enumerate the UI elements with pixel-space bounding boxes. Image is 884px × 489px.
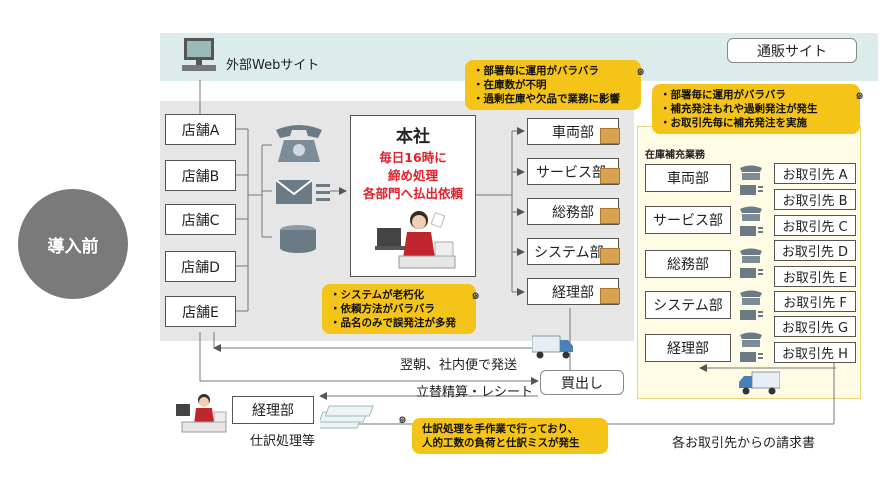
reimburse-label: 立替精算・レシート — [416, 385, 534, 400]
department-issues-note: 部署毎に運用がバラバラ 在庫数が不明 過剰在庫や欠品で業務に影響 ๑ — [465, 60, 645, 110]
store-box: 店舗D — [165, 251, 236, 282]
supplier-box: お取引先 E — [774, 266, 856, 287]
note-item: 人的工数の負荷と仕訳ミスが発生 — [422, 437, 580, 449]
swirl-icon: ๑ — [636, 63, 645, 79]
phone-fax-icon — [738, 163, 764, 197]
supplier-box: お取引先 A — [774, 163, 856, 184]
documents-icon — [312, 398, 376, 432]
supply-department-box: サービス部 — [645, 206, 731, 234]
hq-line: 毎日16時に — [379, 150, 447, 165]
supply-department-box: 総務部 — [645, 250, 731, 278]
phone-fax-icon — [738, 204, 764, 238]
note-item: お取引先毎に補充発注を実施 — [660, 116, 850, 130]
truck-icon — [738, 370, 781, 396]
note-item: 部署毎に運用がバラバラ — [660, 88, 850, 102]
package-icon — [600, 128, 620, 144]
note-item: 在庫数が不明 — [473, 78, 631, 92]
truck-icon — [531, 334, 574, 360]
note-item: 品名のみで誤発注が多発 — [330, 316, 466, 330]
journal-issues-note: 仕訳処理を手作業で行っており、 人的工数の負荷と仕訳ミスが発生 ๑ — [398, 412, 608, 454]
supply-department-box: 車両部 — [645, 164, 731, 192]
package-icon — [600, 248, 620, 264]
package-icon — [600, 168, 620, 184]
supplier-box: お取引先 G — [774, 316, 856, 337]
note-item: 依頼方法がバラバラ — [330, 302, 466, 316]
phone-fax-icon — [738, 330, 764, 364]
before-badge: 導入前 — [18, 189, 128, 299]
supply-department-box: 経理部 — [645, 334, 731, 362]
note-item: 部署毎に運用がバラバラ — [473, 64, 631, 78]
database-icon — [278, 224, 318, 254]
phone-fax-icon — [738, 246, 764, 280]
package-icon — [600, 208, 620, 224]
phone-icon — [272, 120, 326, 166]
purchase-box: 買出し — [540, 370, 624, 395]
journal-label: 仕訳処理等 — [250, 434, 316, 449]
mail-icon — [275, 178, 332, 206]
shop-site-box: 通販サイト — [727, 38, 857, 63]
phone-fax-icon — [738, 288, 764, 322]
hq-box: 本社 毎日16時に 締め処理 各部門へ払出依頼 — [350, 115, 476, 277]
note-item: システムが老朽化 — [330, 288, 466, 302]
next-morning-label: 翌朝、社内便で発送 — [400, 358, 518, 373]
swirl-icon: ๑ — [855, 87, 864, 103]
hq-line: 締め処理 — [387, 168, 438, 183]
supply-title: 在庫補充業務 — [645, 150, 705, 161]
system-issues-note: システムが老朽化 依頼方法がバラバラ 品名のみで誤発注が多発 ๑ — [322, 284, 480, 334]
supplier-box: お取引先 B — [774, 189, 856, 210]
supply-department-box: システム部 — [645, 291, 731, 319]
supply-issues-note: 部署毎に運用がバラバラ 補充発注もれや過剰発注が発生 お取引先毎に補充発注を実施… — [652, 84, 864, 134]
invoice-label: 各お取引先からの請求書 — [672, 436, 816, 451]
accounting-box: 経理部 — [232, 396, 314, 424]
note-item: 過剰在庫や欠品で業務に影響 — [473, 92, 631, 106]
note-item: 補充発注もれや過剰発注が発生 — [660, 102, 850, 116]
computer-icon — [178, 36, 222, 76]
store-box: 店舗C — [165, 204, 236, 235]
swirl-icon: ๑ — [471, 287, 480, 303]
store-box: 店舗B — [165, 160, 236, 191]
accountant-illustration-icon — [174, 392, 230, 434]
store-box: 店舗E — [165, 296, 236, 327]
web-label: 外部Webサイト — [226, 58, 320, 73]
supplier-box: お取引先 F — [774, 291, 856, 312]
package-icon — [600, 288, 620, 304]
swirl-icon: ๑ — [398, 411, 407, 427]
note-item: 仕訳処理を手作業で行っており、 — [422, 423, 579, 435]
supplier-box: お取引先 C — [774, 215, 856, 236]
worker-illustration-icon — [371, 206, 459, 276]
supplier-box: お取引先 D — [774, 240, 856, 261]
hq-title: 本社 — [396, 127, 430, 147]
store-box: 店舗A — [165, 114, 236, 145]
department-box: 経理部 — [527, 278, 619, 305]
supplier-box: お取引先 H — [774, 342, 856, 363]
hq-line: 各部門へ払出依頼 — [362, 186, 463, 201]
